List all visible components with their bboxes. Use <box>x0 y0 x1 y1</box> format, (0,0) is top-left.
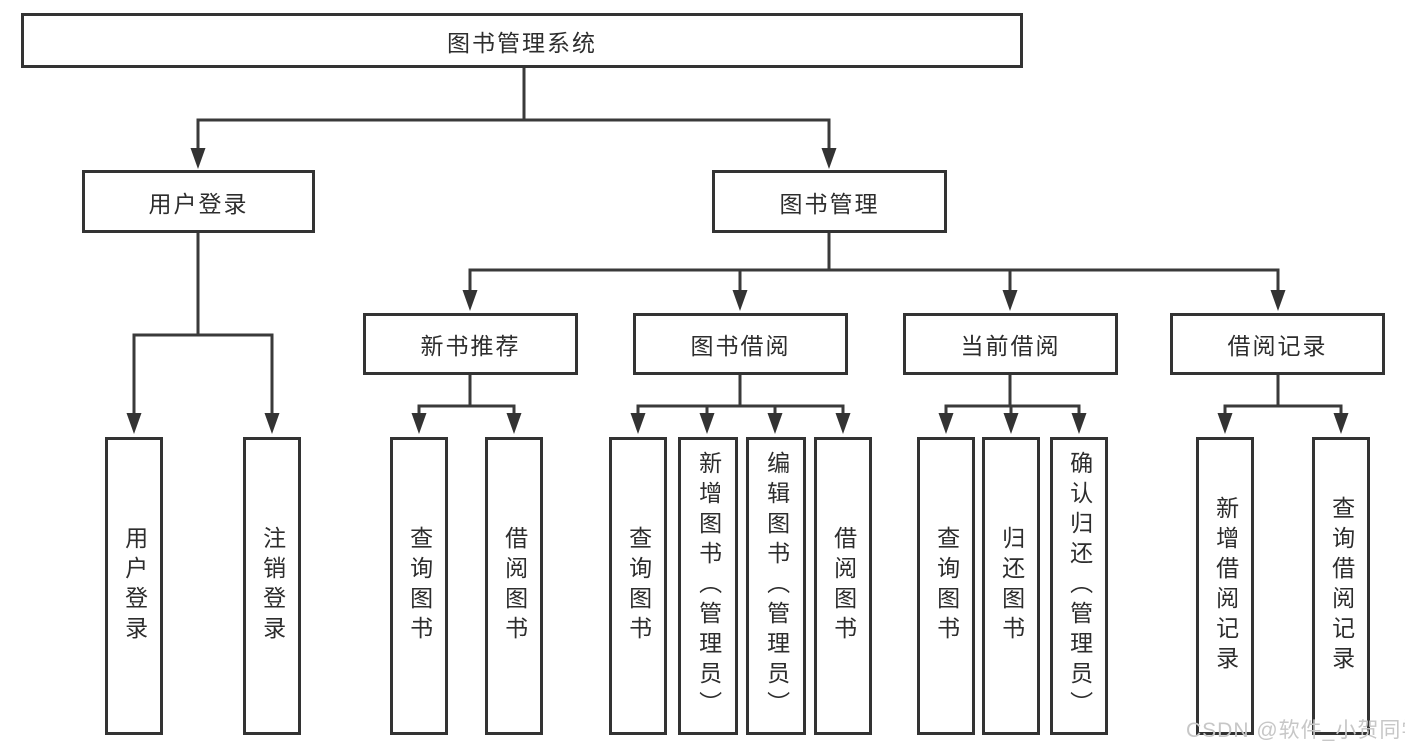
leaf-query-borrow-record-label: 查询借阅记录 <box>1328 496 1355 676</box>
node-borrow-records-label: 借阅记录 <box>1227 333 1328 359</box>
leaf-add-borrow-record: 新增借阅记录 <box>1196 437 1254 735</box>
leaf-edit-book-admin: 编辑图书（管理员） <box>746 437 806 735</box>
leaf-confirm-return-admin-label: 确认归还（管理员） <box>1066 451 1093 721</box>
leaf-borrow-books-recommend-label: 借阅图书 <box>501 526 528 646</box>
leaf-user-login-label: 用户登录 <box>121 526 148 646</box>
leaf-query-borrow-record: 查询借阅记录 <box>1312 437 1370 735</box>
node-current-borrow: 当前借阅 <box>903 313 1118 375</box>
node-borrow-records: 借阅记录 <box>1170 313 1385 375</box>
node-current-borrow-label: 当前借阅 <box>960 333 1061 359</box>
leaf-add-book-admin: 新增图书（管理员） <box>678 437 738 735</box>
leaf-return-book: 归还图书 <box>982 437 1040 735</box>
leaf-query-books-borrow: 查询图书 <box>609 437 667 735</box>
node-book-borrow-label: 图书借阅 <box>690 333 791 359</box>
leaf-logout-label: 注销登录 <box>259 526 286 646</box>
node-new-book-recommend: 新书推荐 <box>363 313 578 375</box>
node-root: 图书管理系统 <box>21 13 1023 68</box>
csdn-watermark: CSDN @软件_小贺同学 <box>1186 719 1405 742</box>
leaf-add-book-admin-label: 新增图书（管理员） <box>695 451 722 721</box>
node-book-borrow: 图书借阅 <box>633 313 848 375</box>
leaf-query-books-recommend: 查询图书 <box>390 437 448 735</box>
leaf-user-login: 用户登录 <box>105 437 163 735</box>
leaf-query-books-current: 查询图书 <box>917 437 975 735</box>
leaf-borrow-books-recommend: 借阅图书 <box>485 437 543 735</box>
leaf-confirm-return-admin: 确认归还（管理员） <box>1050 437 1108 735</box>
leaf-logout: 注销登录 <box>243 437 301 735</box>
node-user-login: 用户登录 <box>82 170 315 233</box>
leaf-query-books-recommend-label: 查询图书 <box>406 526 433 646</box>
arrowheads <box>126 148 1349 434</box>
node-book-management-label: 图书管理 <box>779 190 880 217</box>
leaf-add-borrow-record-label: 新增借阅记录 <box>1212 496 1239 676</box>
leaf-query-books-borrow-label: 查询图书 <box>625 526 652 646</box>
node-root-label: 图书管理系统 <box>447 29 597 56</box>
leaf-borrow-books: 借阅图书 <box>814 437 872 735</box>
node-new-book-recommend-label: 新书推荐 <box>420 333 521 359</box>
leaf-return-book-label: 归还图书 <box>998 526 1025 646</box>
leaf-borrow-books-label: 借阅图书 <box>830 526 857 646</box>
node-book-management: 图书管理 <box>712 170 947 233</box>
leaf-edit-book-admin-label: 编辑图书（管理员） <box>763 451 790 721</box>
leaf-query-books-current-label: 查询图书 <box>933 526 960 646</box>
node-user-login-label: 用户登录 <box>148 190 249 217</box>
